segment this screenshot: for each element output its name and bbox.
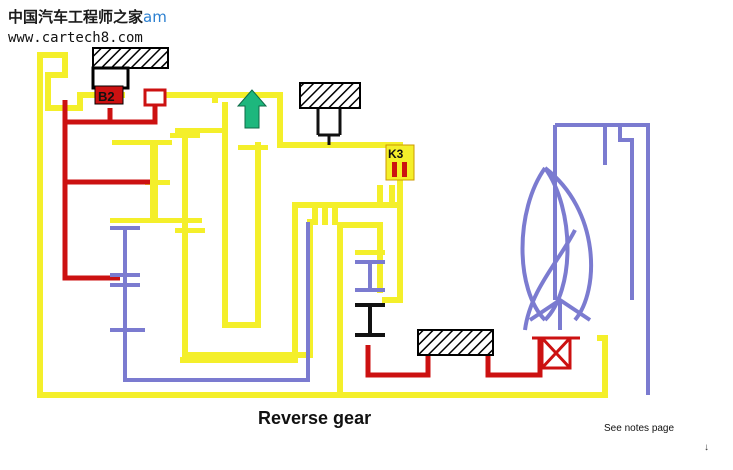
b2-ground-hatch — [92, 47, 169, 69]
b2-brake-badge — [94, 85, 124, 105]
watermark-logo: 中国汽车工程师之家am — [8, 6, 167, 27]
b2-brake-body — [91, 66, 130, 90]
ground-anchor-top — [316, 108, 342, 145]
yellow-path-group — [37, 52, 608, 398]
watermark-text: 中国汽车工程师之家 — [8, 8, 144, 26]
left-yellow-branch — [37, 52, 83, 111]
yellow-lower-link — [180, 202, 298, 363]
yellow-inner-u — [222, 102, 261, 328]
blue-path-group — [110, 123, 650, 395]
red-path-group — [62, 100, 543, 378]
yellow-top-link — [165, 92, 218, 103]
blue-lower-loop — [123, 222, 310, 382]
b2-label: B2 — [98, 89, 115, 104]
notes-link[interactable]: See notes page — [604, 423, 675, 434]
red-lower-link — [365, 345, 431, 378]
k3-label: K3 — [388, 147, 404, 161]
k3-clutch-box — [385, 144, 415, 181]
diagram-title: Reverse gear — [258, 408, 372, 428]
corner-arrow-icon: ↓ — [704, 442, 709, 453]
yellow-gear-bars — [110, 128, 385, 255]
red-left-vertical — [62, 100, 120, 281]
converter-lockup — [532, 336, 580, 370]
red-right-link — [485, 338, 543, 378]
red-clutch-box — [143, 88, 167, 107]
site-url: www.cartech8.com — [8, 30, 143, 46]
red-top-link — [65, 105, 158, 125]
outer-yellow-loop — [37, 52, 608, 398]
black-gear-element — [355, 303, 385, 337]
up-arrow-icon — [236, 89, 268, 129]
watermark-tail: am — [143, 8, 167, 26]
ground-hatch-bottom — [417, 329, 494, 356]
ground-hatch-top — [299, 82, 361, 109]
yellow-top-link-2 — [212, 92, 283, 113]
yellow-ring-link — [337, 222, 383, 293]
